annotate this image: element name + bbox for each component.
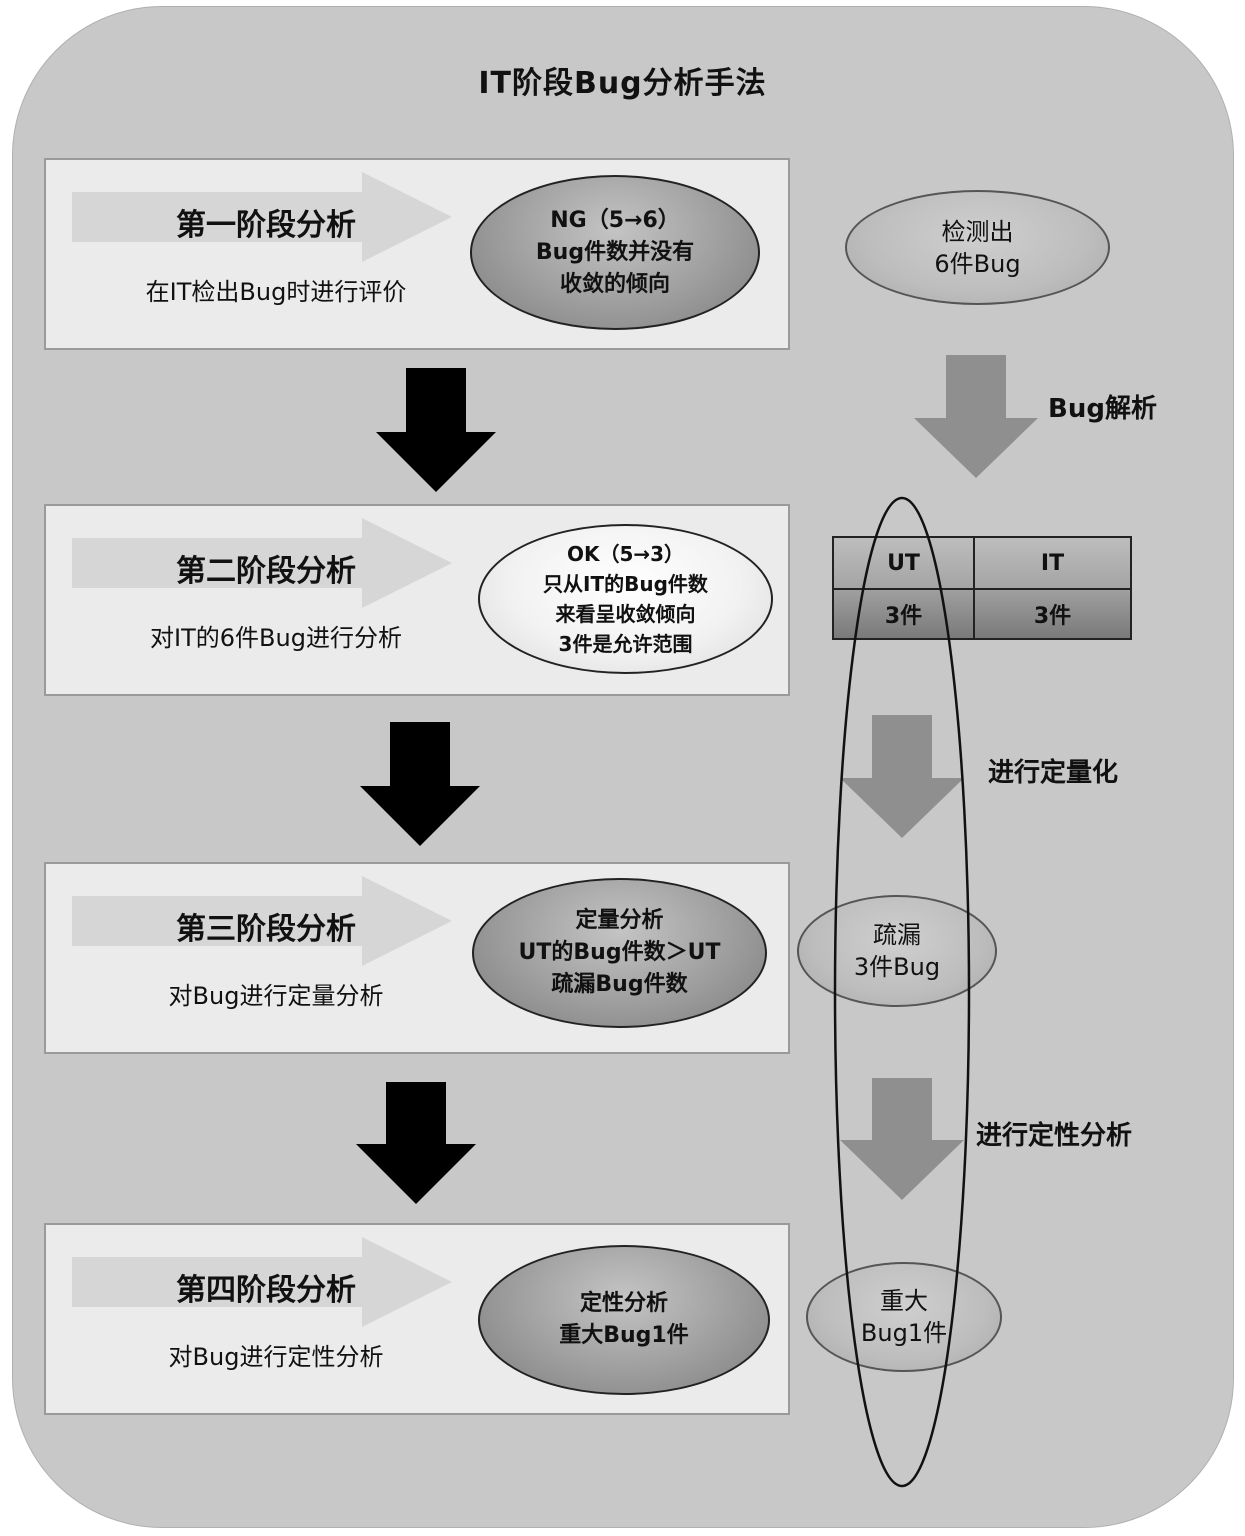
leak-bugs-node: 疏漏 3件Bug <box>797 895 997 1007</box>
stage-4-result: 定性分析 重大Bug1件 <box>478 1245 770 1395</box>
stage-2-result: OK（5→3） 只从IT的Bug件数 来看呈收敛倾向 3件是允许范围 <box>478 524 773 674</box>
detected-bugs-node: 检测出 6件Bug <box>845 190 1110 305</box>
table-header-it: IT <box>975 538 1130 590</box>
leak-line: 疏漏 <box>873 921 921 949</box>
down-arrow-black-1 <box>376 368 496 492</box>
stage-2-result-line: 来看呈收敛倾向 <box>555 602 696 626</box>
stage-2-heading: 第二阶段分析 <box>176 554 356 589</box>
stage-2-chevron <box>72 518 452 608</box>
stage-2-description: 对IT的6件Bug进行分析 <box>150 624 402 652</box>
stage-4-result-line: 重大Bug1件 <box>559 1323 689 1348</box>
down-arrow-black-2 <box>360 722 480 846</box>
stage-3-chevron <box>72 876 452 966</box>
major-line: 重大 <box>880 1287 928 1315</box>
stage-3-description: 对Bug进行定量分析 <box>168 982 384 1010</box>
ut-focus-outline <box>833 496 971 1488</box>
stage-4-chevron <box>72 1237 452 1327</box>
down-arrow-gray-1 <box>914 355 1038 478</box>
detected-line: 6件Bug <box>934 249 1021 278</box>
stage-1-chevron <box>72 172 452 262</box>
stage-2-result-line: OK（5→3） <box>566 542 685 566</box>
stage-3-result-line: UT的Bug件数＞UT <box>518 940 721 965</box>
down-arrow-gray-3 <box>840 1078 964 1200</box>
label-quantify: 进行定量化 <box>988 758 1119 788</box>
stage-1-result-line: 收敛的倾向 <box>559 271 670 297</box>
stage-2-result-line: 3件是允许范围 <box>558 632 693 656</box>
major-bug-node: 重大 Bug1件 <box>806 1262 1002 1372</box>
stage-4-result-line: 定性分析 <box>579 1291 668 1316</box>
down-arrow-black-3 <box>356 1082 476 1204</box>
label-bug-analysis: Bug解析 <box>1048 394 1157 424</box>
stage-1-description: 在IT检出Bug时进行评价 <box>145 278 407 306</box>
label-qualitative: 进行定性分析 <box>976 1121 1133 1151</box>
diagram-title: IT阶段Bug分析手法 <box>478 66 767 101</box>
bug-split-table: UT IT 3件 3件 <box>832 536 1132 640</box>
stage-1-result-line: Bug件数并没有 <box>535 239 695 265</box>
stage-3-result-line: 疏漏Bug件数 <box>551 972 688 997</box>
down-arrow-gray-2 <box>840 715 964 838</box>
table-value-it: 3件 <box>975 590 1130 638</box>
detected-line: 检测出 <box>941 217 1014 246</box>
stage-3-result: 定量分析 UT的Bug件数＞UT 疏漏Bug件数 <box>472 878 767 1028</box>
stage-1-result-line: NG（5→6） <box>550 207 680 233</box>
stage-1-result: NG（5→6） Bug件数并没有 收敛的倾向 <box>470 175 760 330</box>
stage-4-description: 对Bug进行定性分析 <box>168 1343 384 1371</box>
stage-2-result-line: 只从IT的Bug件数 <box>543 572 708 596</box>
stage-4-heading: 第四阶段分析 <box>176 1273 356 1308</box>
stage-3-result-line: 定量分析 <box>575 908 664 933</box>
stage-1-heading: 第一阶段分析 <box>176 208 356 243</box>
leak-line: 3件Bug <box>853 953 941 981</box>
stage-3-heading: 第三阶段分析 <box>176 912 356 947</box>
table-header-ut: UT <box>834 538 975 590</box>
major-line: Bug1件 <box>860 1319 948 1347</box>
